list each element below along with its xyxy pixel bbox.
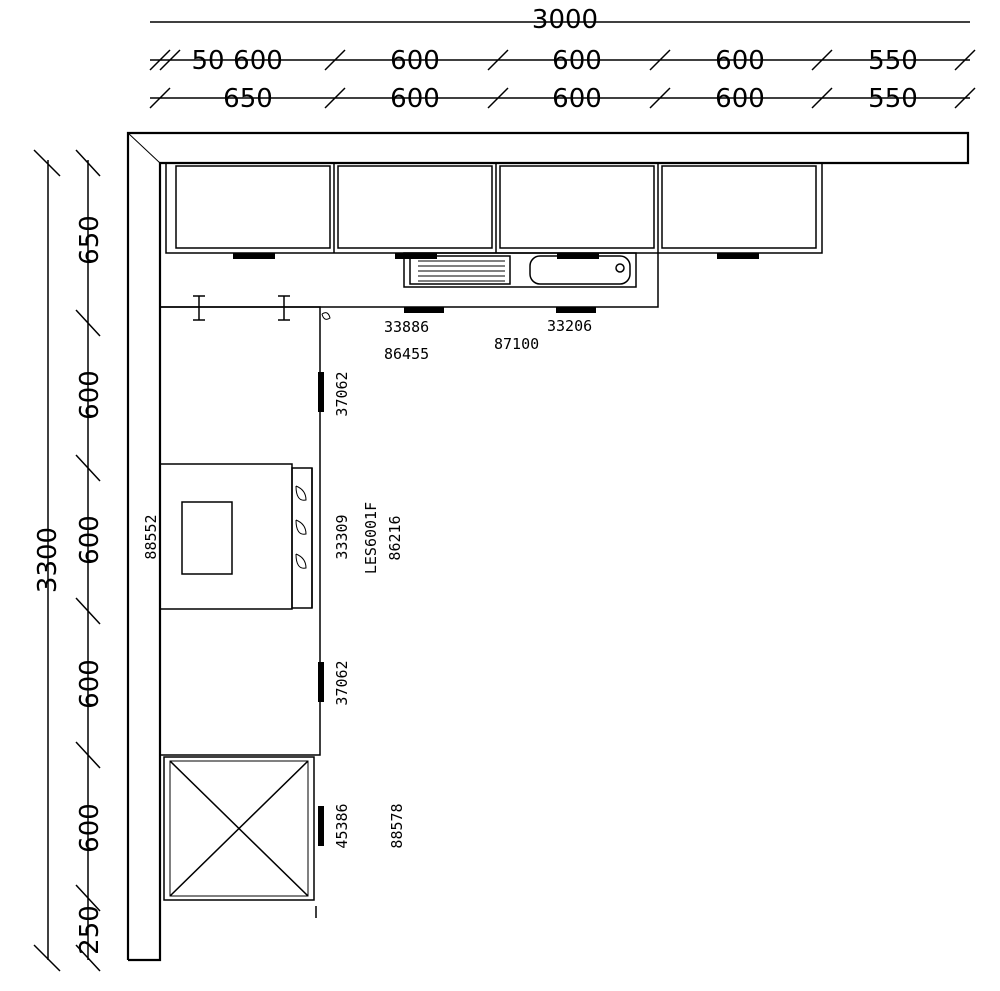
dim-left-seg-3: 600 bbox=[75, 515, 105, 565]
tall-unit-inner bbox=[169, 760, 309, 897]
sink-basin bbox=[529, 255, 631, 285]
dim-left-seg-5: 600 bbox=[75, 803, 105, 853]
handle-base-33206 bbox=[556, 307, 596, 313]
dim-row1-seg-3: 600 bbox=[390, 46, 440, 76]
left-counter bbox=[159, 306, 321, 756]
label-88578: 88578 bbox=[388, 803, 406, 848]
sink-drain-icon bbox=[615, 263, 625, 273]
dim-row2-seg-4: 600 bbox=[715, 84, 765, 114]
bracket-marks bbox=[193, 295, 290, 321]
dim-row1-seg-1: 50 bbox=[191, 46, 224, 76]
dim-overall-height: 3300 bbox=[33, 527, 63, 593]
tall-unit bbox=[163, 756, 315, 901]
handle-base-33886 bbox=[404, 307, 444, 313]
handle-37062-bottom bbox=[318, 662, 324, 702]
dim-row1-seg-2: 600 bbox=[233, 46, 283, 76]
label-les6001f: LES6001F bbox=[362, 502, 380, 574]
left-base-cabinets bbox=[159, 306, 324, 918]
top-base-counter bbox=[159, 240, 659, 321]
dim-left-seg-4: 600 bbox=[75, 659, 105, 709]
dim-ticks-left bbox=[75, 149, 101, 972]
cabinet-labels: 33886 86455 87100 33206 37062 88552 3330… bbox=[142, 317, 592, 849]
wall-cabinet-run bbox=[165, 162, 823, 254]
wall-cabinet-4 bbox=[661, 165, 817, 249]
dim-left-seg-6: 250 bbox=[75, 905, 105, 955]
left-dimensions: 3300 650 600 600 600 600 250 bbox=[33, 149, 105, 972]
dim-row2-seg-3: 600 bbox=[552, 84, 602, 114]
dim-row2-seg-5: 550 bbox=[868, 84, 918, 114]
dim-ticks-row-1 bbox=[149, 49, 976, 71]
dim-row2-seg-1: 650 bbox=[223, 84, 273, 114]
tall-unit-cross-b bbox=[169, 760, 309, 897]
label-45386: 45386 bbox=[333, 803, 351, 848]
label-33206: 33206 bbox=[547, 317, 592, 335]
dim-tick-overall-bottom bbox=[33, 944, 61, 972]
tap-icon bbox=[321, 312, 331, 320]
dim-left-seg-2: 600 bbox=[75, 370, 105, 420]
sink-unit bbox=[403, 252, 637, 288]
wall-cabinet-2 bbox=[337, 165, 493, 249]
top-wall-cabinets bbox=[165, 162, 823, 259]
label-87100: 87100 bbox=[494, 335, 539, 353]
top-dimensions: 3000 50 600 600 600 600 550 650 600 bbox=[149, 5, 976, 114]
sink-drainboard bbox=[409, 255, 511, 285]
wall-corner-miter bbox=[127, 132, 161, 164]
label-37062-top: 37062 bbox=[333, 371, 351, 416]
label-37062-bottom: 37062 bbox=[333, 660, 351, 705]
hob-inner bbox=[181, 501, 233, 575]
hob-cutout bbox=[159, 463, 293, 610]
handle-45386 bbox=[318, 806, 324, 846]
label-33309: 33309 bbox=[333, 514, 351, 559]
wall-cabinet-3 bbox=[499, 165, 655, 249]
handle-37062-top bbox=[318, 372, 324, 412]
oven-knobs bbox=[295, 485, 307, 569]
drainboard-ribs bbox=[418, 260, 505, 282]
dim-tick-overall-top bbox=[33, 149, 61, 177]
dim-row1-seg-4: 600 bbox=[552, 46, 602, 76]
dim-overall-width: 3000 bbox=[532, 5, 598, 35]
dim-left-seg-1: 650 bbox=[75, 215, 105, 265]
label-86455: 86455 bbox=[384, 345, 429, 363]
oven-front bbox=[291, 467, 313, 609]
dim-ticks-row-2 bbox=[149, 87, 976, 109]
label-86216: 86216 bbox=[386, 515, 404, 560]
label-88552: 88552 bbox=[142, 514, 160, 559]
dim-row1-seg-5: 600 bbox=[715, 46, 765, 76]
handle-wall-cabinet-1 bbox=[233, 253, 275, 259]
handle-wall-cabinet-4 bbox=[717, 253, 759, 259]
label-33886: 33886 bbox=[384, 318, 429, 336]
top-counter-outline bbox=[159, 240, 659, 308]
walls bbox=[126, 131, 970, 962]
dim-row2-seg-2: 600 bbox=[390, 84, 440, 114]
dim-row1-seg-6: 550 bbox=[868, 46, 918, 76]
wall-cabinet-1 bbox=[175, 165, 331, 249]
